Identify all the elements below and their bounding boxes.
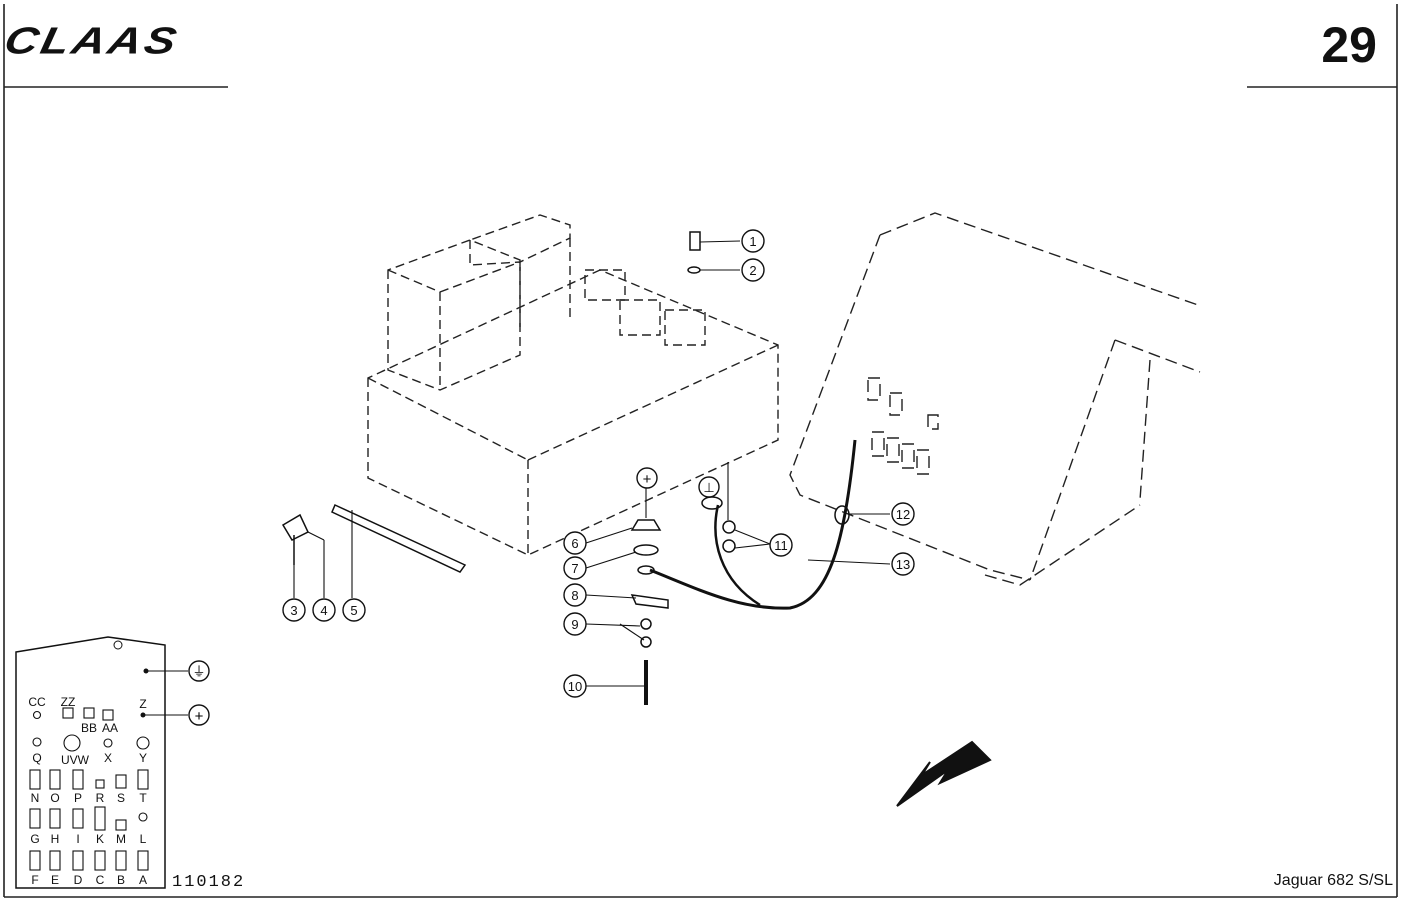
terminal-label: AA xyxy=(102,721,118,735)
terminal-label: B xyxy=(117,873,125,887)
terminal-label: H xyxy=(51,832,60,846)
terminal-label: E xyxy=(51,873,59,887)
clamp-8 xyxy=(630,594,669,609)
nut-11a xyxy=(722,520,736,534)
terminal-label: N xyxy=(31,791,40,805)
frame-ground-symbol: ⏚ xyxy=(192,664,205,679)
terminal-label: X xyxy=(104,751,112,765)
ground-symbol: ⊥ xyxy=(703,480,714,495)
terminal-label: UVW xyxy=(61,753,90,767)
callout-5: 5 xyxy=(350,603,357,618)
nut-9a xyxy=(640,618,652,630)
terminal-label: F xyxy=(31,873,38,887)
terminal-label: G xyxy=(30,832,39,846)
terminal-panel: ⏚ + xyxy=(15,636,210,889)
callout-4: 4 xyxy=(320,603,327,618)
terminal-label: Z xyxy=(139,697,146,711)
callout-9: 9 xyxy=(571,617,578,632)
page-number: 29 xyxy=(1321,17,1377,73)
strip-5 xyxy=(331,503,467,573)
callout-10: 10 xyxy=(568,679,582,694)
terminal-label: CC xyxy=(28,695,46,709)
terminal-shapes xyxy=(29,707,150,871)
terminal-labels: CC ZZ BB AA Z Q UVW X Y N O P R S T G H … xyxy=(28,695,147,887)
washer-7 xyxy=(633,544,659,556)
terminal-label: O xyxy=(50,791,59,805)
terminal-label: Q xyxy=(32,751,41,765)
nut-11b xyxy=(722,539,736,553)
terminal-label: ZZ xyxy=(61,695,76,709)
terminal-label: Y xyxy=(139,751,147,765)
callout-6: 6 xyxy=(571,536,578,551)
terminal-label: S xyxy=(117,791,125,805)
terminal-label: BB xyxy=(81,721,97,735)
callout-1: 1 xyxy=(749,234,756,249)
figure-number: 110182 xyxy=(172,873,246,892)
panel-plus-symbol: + xyxy=(195,708,204,725)
callout-11: 11 xyxy=(774,538,788,553)
parts xyxy=(281,231,857,705)
washer-2 xyxy=(687,266,701,274)
battery-box xyxy=(367,214,779,556)
grommet-12 xyxy=(834,505,850,525)
terminal-label: R xyxy=(96,791,105,805)
terminal-label: P xyxy=(74,791,82,805)
terminal-label: T xyxy=(139,791,147,805)
cable-13 xyxy=(649,439,857,610)
callout-8: 8 xyxy=(571,588,578,603)
terminal-label: M xyxy=(116,832,126,846)
sheet-border xyxy=(3,4,1398,898)
callout-12: 12 xyxy=(896,507,910,522)
ground-cable xyxy=(714,504,761,607)
nut-9b xyxy=(640,636,652,648)
cab-panel xyxy=(789,212,1201,586)
terminal-label: A xyxy=(139,873,147,887)
terminal-label: L xyxy=(140,832,147,846)
terminal-label: K xyxy=(96,832,104,846)
callout-3: 3 xyxy=(290,603,297,618)
callout-numbers: 1 2 3 4 5 6 7 8 9 10 11 12 13 + ⊥ xyxy=(290,234,910,694)
terminal-label: D xyxy=(74,873,83,887)
clip-4 xyxy=(281,513,309,541)
terminal-label: C xyxy=(96,873,105,887)
model-name: Jaguar 682 S/SL xyxy=(1273,872,1393,889)
callout-2: 2 xyxy=(749,263,756,278)
plus-symbol: + xyxy=(643,471,652,488)
callout-7: 7 xyxy=(571,561,578,576)
terminal-label: I xyxy=(76,832,79,846)
terminal-post xyxy=(689,231,701,251)
leader-lines xyxy=(293,240,891,687)
callout-13: 13 xyxy=(896,557,910,572)
direction-arrow-icon xyxy=(896,740,992,807)
callout-bubbles xyxy=(282,229,915,698)
terminal-6 xyxy=(630,519,662,531)
